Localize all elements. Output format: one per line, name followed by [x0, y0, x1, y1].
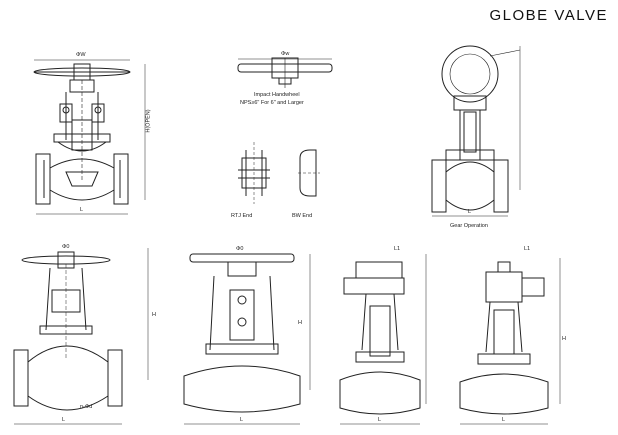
dim-h-motor: H [562, 336, 566, 342]
dim-d0-left: Φ0 [62, 244, 70, 250]
dim-bolt-holes: n-Φd [80, 404, 93, 410]
end-details-view [238, 142, 320, 204]
motor-operated-valve-view [459, 258, 561, 425]
dim-length-actuator: L [378, 417, 382, 423]
impact-handwheel-size-note: NPS≥6" For 6" and Larger [240, 100, 304, 106]
dim-length-bw: L [240, 417, 244, 423]
dim-l1-motor: L1 [524, 246, 531, 252]
flanged-valve-view [33, 59, 146, 215]
actuator-valve-view [339, 254, 427, 425]
gear-operated-valve-view [431, 45, 521, 217]
dim-length-left: L [62, 417, 66, 423]
dim-h-bw: H [298, 320, 302, 326]
rtj-end-caption: RTJ End [231, 213, 253, 219]
gear-operation-caption: Gear Operation [450, 223, 488, 229]
sectioned-valve-view [13, 248, 149, 425]
bw-end-caption: BW End [292, 213, 313, 219]
impact-handwheel-view [237, 57, 333, 88]
dim-length-gear: L [468, 209, 472, 215]
dim-l1-actuator: L1 [394, 246, 401, 252]
dim-d0-bw: Φ0 [236, 246, 244, 252]
dim-height-open: H(OPEN) [145, 109, 152, 133]
impact-handwheel-caption: Impact Handwheel [254, 92, 300, 98]
dim-length-1: L [80, 207, 84, 213]
dim-length-motor: L [502, 417, 506, 423]
dim-impact-wheel-diameter: Φw [281, 51, 290, 57]
page-title: GLOBE VALVE [489, 7, 608, 24]
dim-h-left: H [152, 312, 156, 318]
dim-handwheel-diameter: ΦW [76, 52, 86, 58]
bw-valve-view [183, 253, 311, 425]
